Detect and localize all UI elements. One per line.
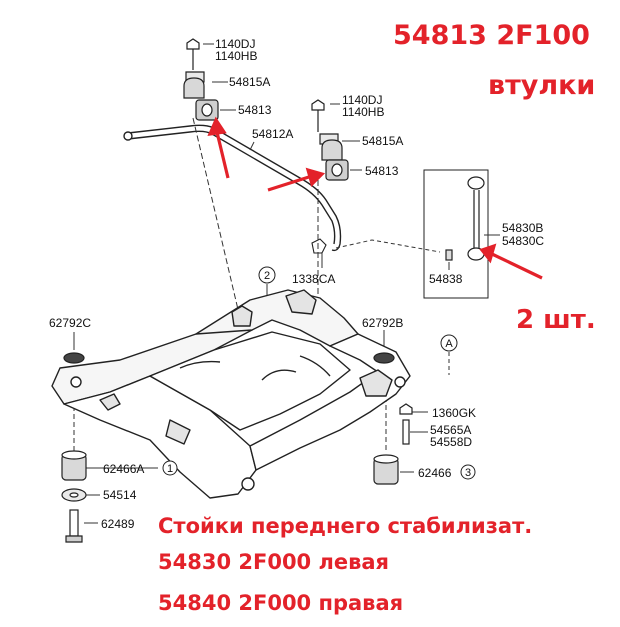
- title-name: втулки: [488, 70, 595, 101]
- callout-circles: [162, 266, 476, 480]
- label-bushing-left: 54813: [238, 103, 272, 117]
- callout-a: A: [445, 338, 453, 350]
- bushing-right-assembly: [311, 99, 349, 181]
- quantity: 2 шт.: [516, 305, 596, 335]
- stabilizer-bar: [123, 124, 342, 252]
- label-clamp-left: 54815A: [229, 75, 270, 89]
- footer-left: 54830 2F000 левая: [158, 550, 389, 574]
- arrow-bushing-left: [207, 116, 230, 179]
- title-part-number: 54813 2F100: [393, 20, 590, 51]
- label-bolt-top-left-2: 1140HB: [215, 49, 257, 63]
- arrow-bushing-right: [267, 167, 326, 192]
- label-bolt-bottom: 62489: [101, 517, 135, 531]
- label-bush-front-left: 62466A: [103, 462, 144, 476]
- label-pad-left: 62792C: [49, 316, 91, 330]
- label-bolt-top-right-2: 1140HB: [342, 105, 384, 119]
- mount-parts: [61, 352, 413, 543]
- label-bar: 54812A: [252, 127, 293, 141]
- footer-right: 54840 2F000 правая: [158, 591, 403, 615]
- label-bush-front-right: 62466: [418, 466, 452, 480]
- label-nut: 54838: [429, 272, 463, 286]
- label-bolt-right: 1360GK: [432, 406, 476, 420]
- callout-two: 2: [264, 270, 270, 282]
- footer-heading: Стойки переднего стабилизат.: [158, 514, 532, 538]
- label-pad-right: 62792B: [362, 316, 403, 330]
- label-link-2: 54830C: [502, 234, 544, 248]
- subframe: [51, 289, 411, 499]
- label-mount-1: 54565A: [430, 423, 471, 437]
- label-clamp-right: 54815A: [362, 134, 403, 148]
- stabilizer-link: [423, 169, 489, 299]
- label-bolt-bar: 1338CA: [292, 272, 335, 286]
- callout-three: 3: [465, 467, 471, 479]
- bolt-1338ca: [311, 238, 327, 254]
- arrow-stabilizer-link: [479, 243, 543, 280]
- label-mount-2: 54558D: [430, 435, 472, 449]
- label-washer: 54514: [103, 488, 137, 502]
- label-link-1: 54830B: [502, 221, 543, 235]
- label-bushing-right: 54813: [365, 164, 399, 178]
- label-bolt-top-left-1: 1140DJ: [215, 37, 255, 51]
- callout-one: 1: [167, 463, 173, 475]
- bushing-left-assembly: [183, 38, 219, 121]
- label-bolt-top-right-1: 1140DJ: [342, 93, 382, 107]
